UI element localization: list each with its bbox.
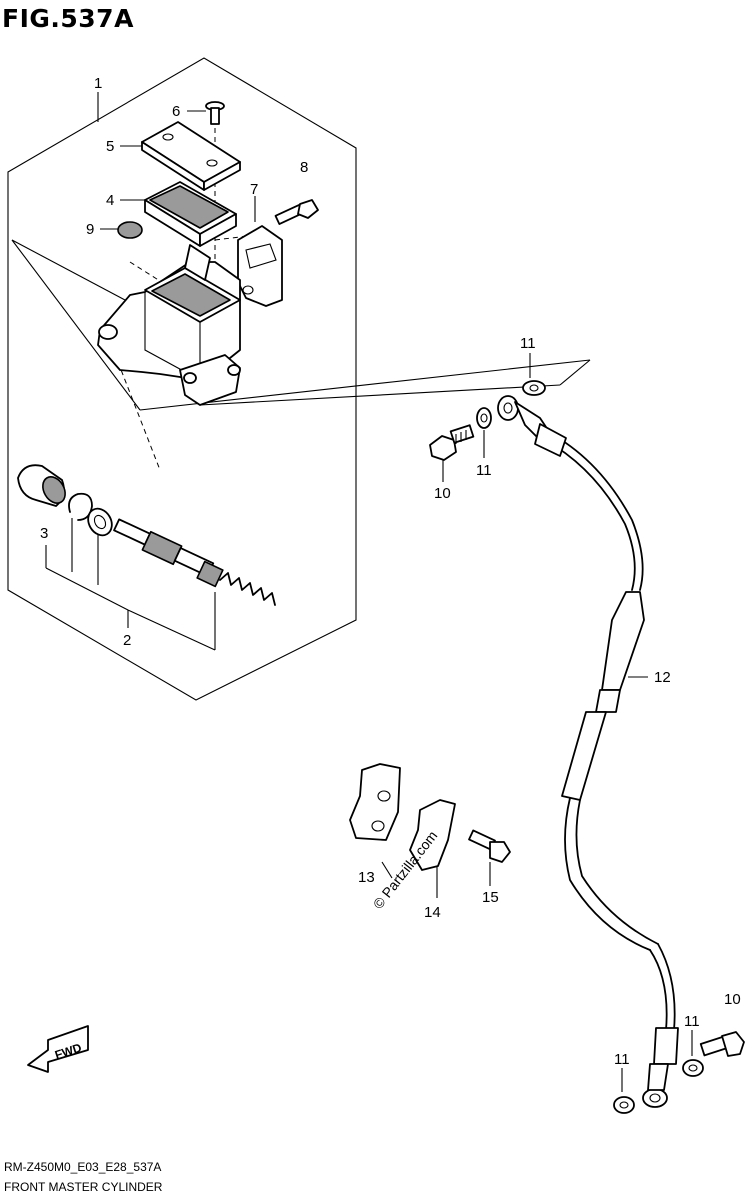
callout-15: 15 bbox=[482, 889, 499, 906]
callout-5: 5 bbox=[106, 138, 114, 155]
bracket-part-14 bbox=[409, 799, 456, 871]
callout-11-lower-left: 11 bbox=[614, 1051, 630, 1068]
banjo-bolt-lower bbox=[699, 1031, 745, 1057]
callout-2: 2 bbox=[123, 632, 131, 649]
diaphragm-part-4 bbox=[144, 181, 237, 247]
washer-part-2 bbox=[87, 507, 113, 537]
diagram-code: RM-Z450M0_E03_E28_537A bbox=[4, 1160, 162, 1174]
callout-4: 4 bbox=[106, 192, 114, 209]
forward-arrow-icon: FWD bbox=[27, 1025, 89, 1073]
callout-11-lower-right: 11 bbox=[684, 1013, 700, 1030]
piston-assembly bbox=[113, 518, 276, 606]
callout-14: 14 bbox=[424, 904, 441, 921]
lower-banjo-fitting bbox=[613, 1059, 704, 1114]
callout-labels: 1 5 6 8 4 7 9 3 2 11 11 10 12 13 14 15 1… bbox=[40, 75, 741, 1068]
cap-part-9 bbox=[117, 221, 143, 239]
callout-1: 1 bbox=[94, 75, 102, 92]
callout-12: 12 bbox=[654, 669, 671, 686]
figure-title: FIG.537A bbox=[2, 4, 134, 33]
callout-10-lower: 10 bbox=[724, 991, 741, 1008]
banjo-bolt-upper bbox=[429, 424, 475, 461]
leader-lines bbox=[11, 92, 693, 1092]
callout-10-upper: 10 bbox=[434, 485, 451, 502]
circlip bbox=[68, 492, 93, 521]
brake-hose-part-12 bbox=[534, 423, 679, 1065]
screw-part-6 bbox=[205, 101, 225, 125]
callout-8: 8 bbox=[300, 159, 308, 176]
bracket-part-13 bbox=[349, 763, 401, 841]
callout-13: 13 bbox=[358, 869, 375, 886]
callout-3: 3 bbox=[40, 525, 48, 542]
diagram-caption: FRONT MASTER CYLINDER bbox=[4, 1180, 163, 1194]
assembly-outline bbox=[7, 57, 357, 701]
callout-9: 9 bbox=[86, 221, 94, 238]
bolt-part-8 bbox=[274, 199, 319, 225]
clamp-part-7 bbox=[237, 225, 283, 307]
callout-7: 7 bbox=[250, 181, 258, 198]
spring bbox=[219, 572, 276, 606]
master-cylinder-body bbox=[97, 244, 241, 406]
bolt-part-15 bbox=[468, 829, 511, 863]
boot-part-3 bbox=[17, 464, 66, 507]
callout-11-top: 11 bbox=[520, 335, 536, 352]
reservoir-cap-part-5 bbox=[141, 121, 241, 191]
callout-11-upper: 11 bbox=[476, 462, 492, 479]
callout-6: 6 bbox=[172, 103, 180, 120]
